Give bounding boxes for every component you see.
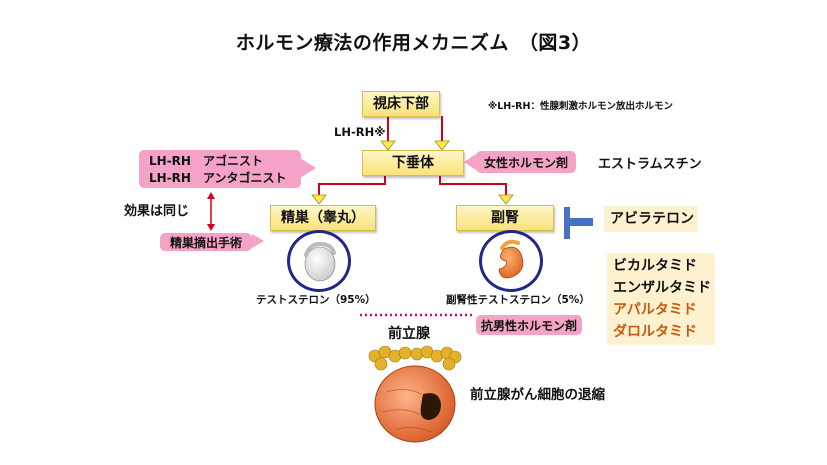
blocker-bar bbox=[564, 207, 570, 239]
abiraterone-label: アビラテロン bbox=[610, 211, 694, 227]
testis-node: 精巣（睾丸） bbox=[270, 205, 376, 231]
drug-bicalutamide: ビカルタミド bbox=[613, 258, 697, 274]
prostate-label: 前立腺 bbox=[388, 326, 430, 342]
testis-illustration bbox=[287, 230, 351, 292]
lhrh-footnote: ※LH-RH：性腺刺激ホルモン放出ホルモン bbox=[488, 101, 673, 112]
lhrh-agonist-text: LH-RH アゴニスト bbox=[149, 154, 263, 168]
estramustine-label: エストラムスチン bbox=[598, 157, 702, 172]
abiraterone-box: アビラテロン bbox=[604, 206, 698, 232]
drug-enzalutamide: エンザルタミド bbox=[613, 280, 711, 296]
lhrh-label: LH-RH※ bbox=[334, 125, 386, 139]
drug-apalutamide: アパルタミド bbox=[613, 302, 697, 318]
adrenal-testosterone-label: 副腎性テストステロン（5%） bbox=[446, 294, 590, 306]
lhrh-antagonist-text: LH-RH アンタゴニスト bbox=[149, 171, 287, 185]
page-title: ホルモン療法の作用メカニズム （図3） bbox=[235, 32, 592, 54]
testis-icon bbox=[304, 241, 336, 282]
lhrh-drug-callout: LH-RH アゴニスト LH-RH アンタゴニスト bbox=[139, 150, 301, 188]
female-hormone-callout: 女性ホルモン剤 bbox=[476, 151, 576, 173]
antiandrogen-drug-list: ビカルタミド エンザルタミド アパルタミド ダロルタミド bbox=[607, 253, 715, 345]
antiandrogen-callout: 抗男性ホルモン剤 bbox=[476, 315, 582, 335]
kidney-adrenal-icon bbox=[498, 239, 524, 279]
testosterone-label: テストステロン（95%） bbox=[256, 294, 376, 306]
hypothalamus-node: 視床下部 bbox=[362, 91, 440, 117]
orchiectomy-callout: 精巣摘出手術 bbox=[160, 233, 252, 251]
adrenal-node: 副腎 bbox=[456, 205, 554, 231]
blocker-stem bbox=[569, 218, 593, 226]
adrenal-illustration bbox=[479, 230, 543, 292]
regression-label: 前立腺がん細胞の退縮 bbox=[470, 387, 605, 403]
drug-darolutamide: ダロルタミド bbox=[613, 324, 697, 340]
prostate-icon bbox=[368, 345, 462, 443]
pituitary-node: 下垂体 bbox=[362, 150, 464, 176]
same-effect-label: 効果は同じ bbox=[124, 204, 190, 219]
